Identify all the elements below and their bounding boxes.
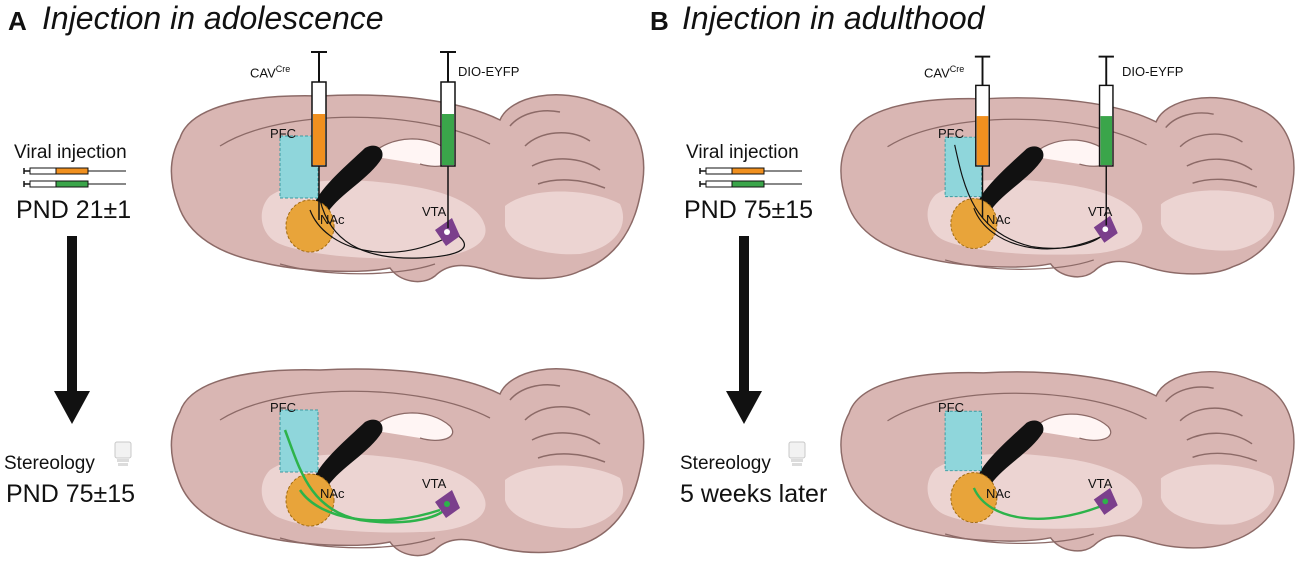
pfc-label: PFC [938,400,964,415]
pfc-label: PFC [270,126,296,141]
brain-diagram-bottom-a [170,368,645,557]
cre-label: Cre [949,64,965,74]
panel-letter: B [650,6,669,36]
cav-label: CAV [924,65,950,81]
panel-letter: A [8,6,27,36]
microscope-icon [114,441,132,466]
step2-time: PND 75±15 [6,480,136,508]
cav-syringe-label: CAVCre [250,64,290,80]
microscope-icon [788,441,806,466]
cav-label: CAV [250,65,276,81]
down-arrow-icon [54,236,90,424]
syringe-pair-icon [23,167,126,188]
syringe-pair-icon [699,167,802,188]
nac-label: NAc [986,212,1011,227]
cav-syringe-label: CAVCre [924,64,964,80]
down-arrow-icon [726,236,762,424]
pfc-label: PFC [270,400,296,415]
brain-diagram-top-a [170,51,645,283]
panel-title: Injection in adulthood [682,0,985,36]
eyfp-syringe-label: DIO-EYFP [1122,64,1184,79]
step1-label: Viral injection [686,142,799,163]
eyfp-syringe-label: DIO-EYFP [458,64,520,79]
nac-region [285,199,335,253]
vta-label: VTA [1088,476,1113,491]
brain-diagram-top-b [840,55,1295,278]
vta-label: VTA [422,204,447,219]
nac-label: NAc [986,486,1011,501]
cre-label: Cre [275,64,291,74]
brain-diagram-bottom-b [840,370,1295,552]
step1-label: Viral injection [14,142,127,163]
vta-label: VTA [422,476,447,491]
pfc-region [279,409,319,473]
nac-region [950,198,998,249]
pfc-region [944,410,983,472]
nac-region [950,472,998,523]
nac-label: NAc [320,212,345,227]
pfc-label: PFC [938,126,964,141]
step2-label: Stereology [680,453,771,474]
step2-time: 5 weeks later [680,480,828,508]
nac-label: NAc [320,486,345,501]
step1-time: PND 21±1 [16,196,132,224]
vta-label: VTA [1088,204,1113,219]
panel-title: Injection in adolescence [42,0,384,36]
step1-time: PND 75±15 [684,196,814,224]
step2-label: Stereology [4,453,95,474]
